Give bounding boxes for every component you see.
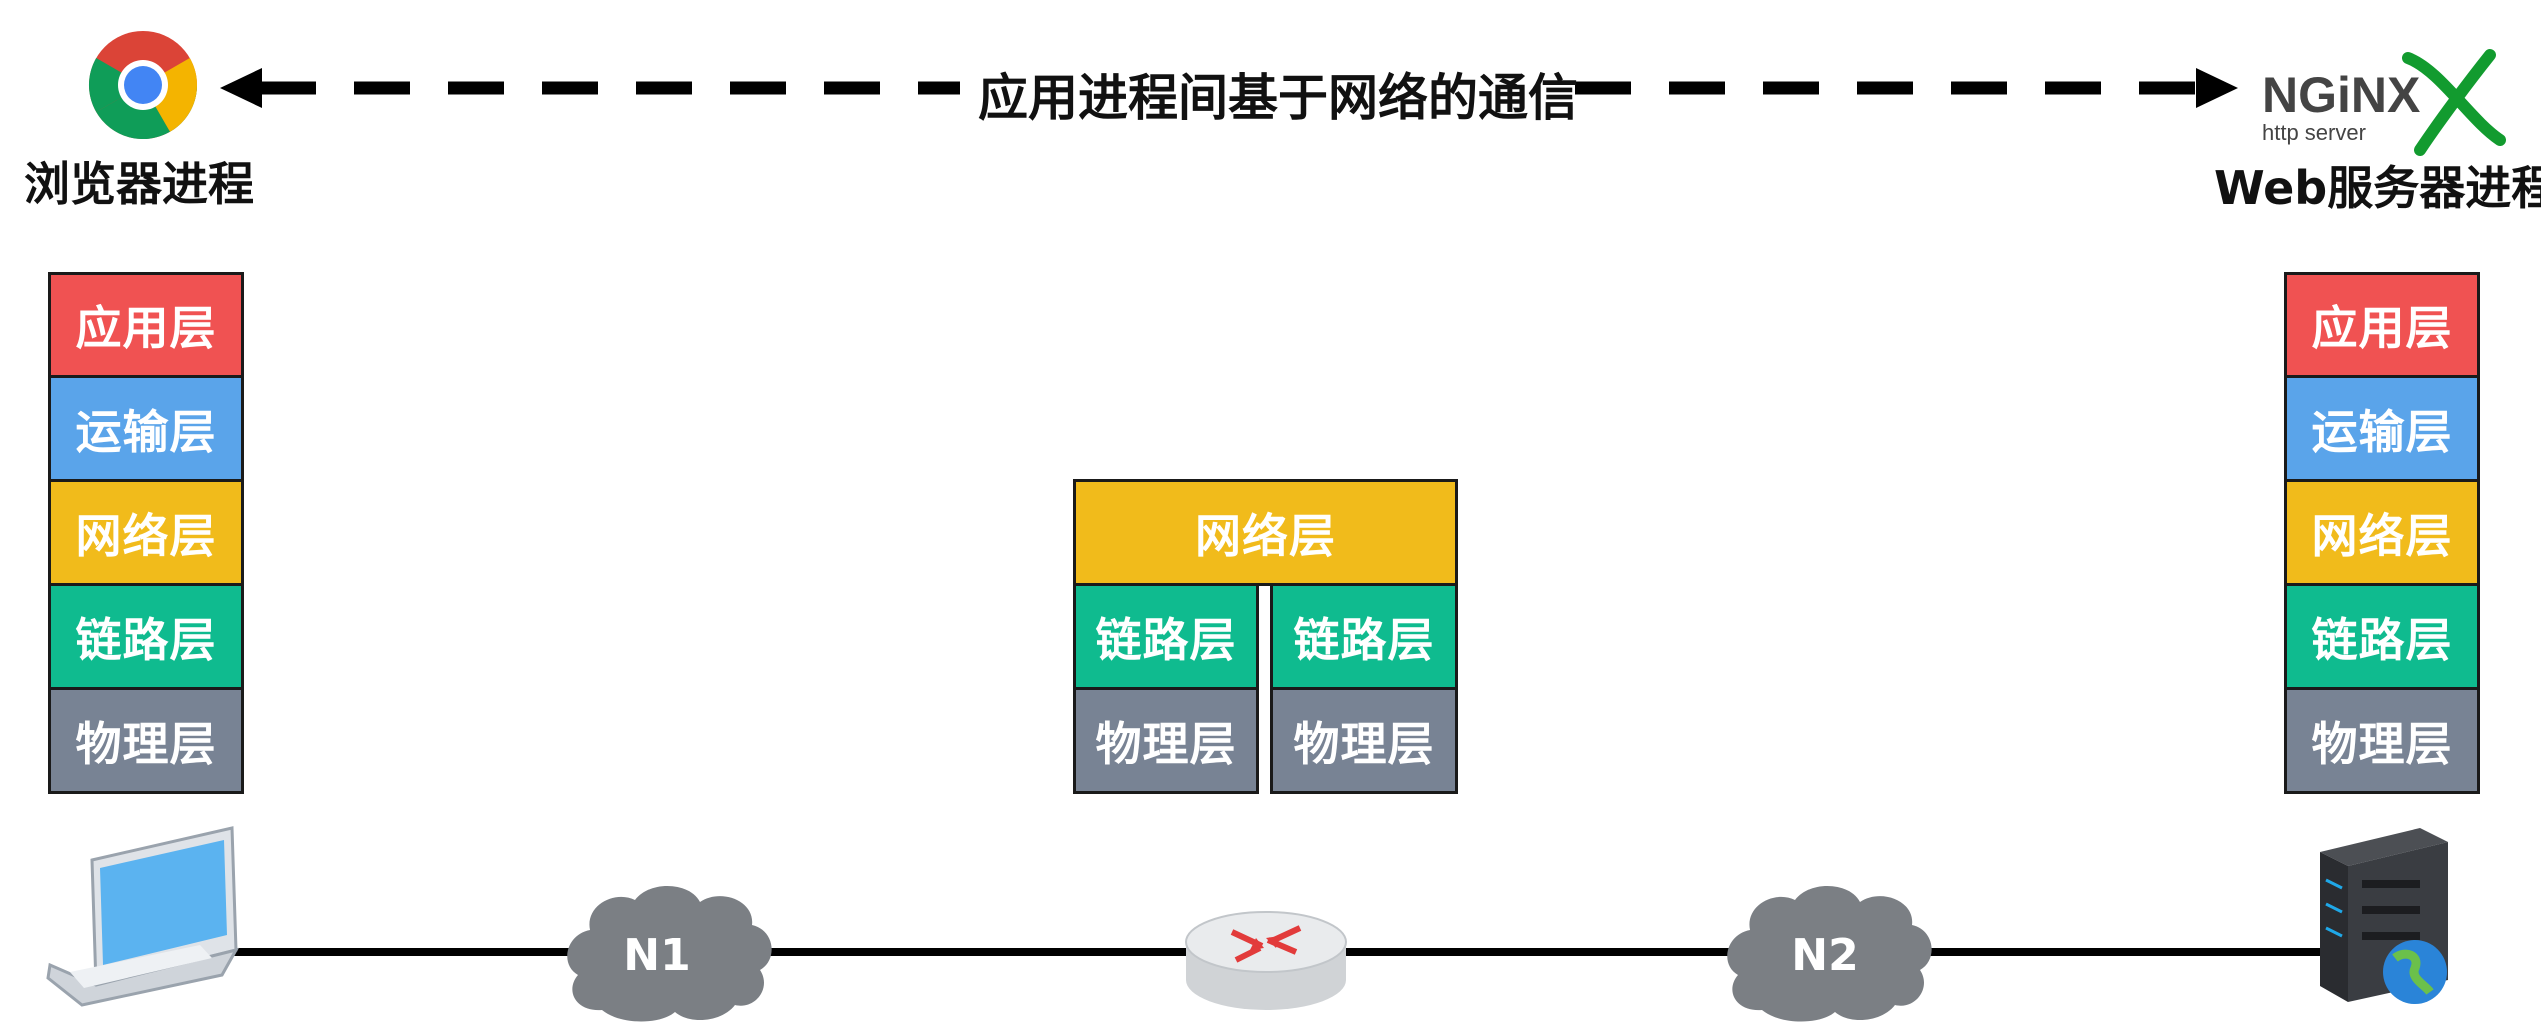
router-right-physical-layer: 物理层 (1270, 687, 1458, 794)
router-left-link-layer: 链路层 (1073, 583, 1259, 690)
server-icon (2320, 828, 2448, 1004)
cloud-icon-n2: N2 (1727, 885, 1932, 1022)
client-link-layer: 链路层 (48, 583, 244, 690)
communication-arrow (220, 68, 2238, 108)
arrow-head-right (2196, 68, 2238, 108)
client-physical-layer: 物理层 (48, 687, 244, 794)
server-physical-layer: 物理层 (2284, 687, 2480, 794)
svg-text:NGiNX: NGiNX (2262, 67, 2420, 123)
server-link-layer: 链路层 (2284, 583, 2480, 690)
router-network-layer: 网络层 (1073, 479, 1458, 586)
server-network-layer: 网络层 (2284, 479, 2480, 586)
laptop-icon (46, 826, 240, 1007)
client-network-layer: 网络层 (48, 479, 244, 586)
cloud-icon-n1: N1 (567, 885, 772, 1022)
chrome-icon (88, 31, 198, 140)
diagram-title: 应用进程间基于网络的通信 (978, 69, 1578, 127)
svg-text:http server: http server (2262, 120, 2366, 145)
server-process-label: Web服务器进程 (2214, 161, 2541, 215)
server-transport-layer: 运输层 (2284, 375, 2480, 482)
server-application-layer: 应用层 (2284, 272, 2480, 378)
client-application-layer: 应用层 (48, 272, 244, 378)
nginx-logo: NGiNX http server (2262, 49, 2506, 156)
network-label-n1: N1 (623, 930, 690, 981)
arrow-head-left (220, 68, 262, 108)
router-icon (1185, 911, 1347, 1010)
network-label-n2: N2 (1791, 930, 1858, 981)
client-process-label: 浏览器进程 (24, 157, 254, 211)
router-left-physical-layer: 物理层 (1073, 687, 1259, 794)
client-transport-layer: 运输层 (48, 375, 244, 482)
router-right-link-layer: 链路层 (1270, 583, 1458, 690)
